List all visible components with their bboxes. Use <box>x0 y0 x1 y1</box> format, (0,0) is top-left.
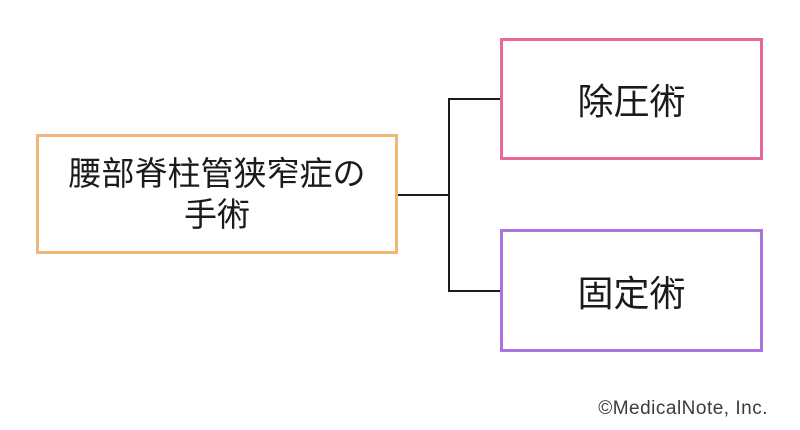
branch-box-decompression: 除圧術 <box>500 38 763 160</box>
connector-vertical <box>448 98 450 292</box>
connector-root-horizontal <box>398 194 449 196</box>
root-box-label-line1: 腰部脊柱管狭窄症の <box>68 155 366 192</box>
connector-bottom-branch-horizontal <box>450 290 500 292</box>
root-box-label-line2: 手術 <box>184 196 250 233</box>
branch-box-fixation-label: 固定術 <box>577 272 686 314</box>
branch-box-fixation: 固定術 <box>500 229 763 352</box>
copyright-text: ©MedicalNote, Inc. <box>598 398 768 419</box>
branch-box-decompression-label: 除圧術 <box>577 81 686 122</box>
root-box-lumbar-stenosis-surgery: 腰部脊柱管狭窄症の 手術 <box>36 134 398 254</box>
connector-top-branch-horizontal <box>450 98 500 100</box>
